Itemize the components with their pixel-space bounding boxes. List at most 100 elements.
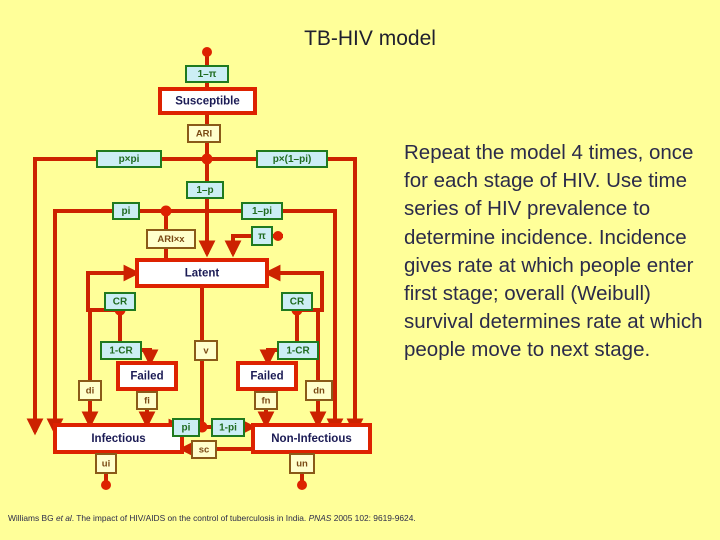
param-p-times-pi-label: p×pi bbox=[119, 154, 140, 165]
citation-authors: Williams BG bbox=[8, 513, 54, 523]
param-one-minus-cr-left-rect bbox=[100, 341, 142, 360]
node-ui-dot bbox=[101, 480, 111, 490]
param-cr-right-rect bbox=[281, 292, 313, 311]
state-infectious-label: Infectious bbox=[91, 433, 145, 445]
param-fn-label: fn bbox=[262, 396, 271, 407]
param-one-minus-p-label: 1–p bbox=[196, 185, 213, 196]
param-one-minus-pi-greek-rect bbox=[185, 65, 229, 83]
param-dn: dn bbox=[305, 380, 333, 401]
edge-1crleft-to-failed bbox=[141, 348, 159, 367]
state-failed-right-rect bbox=[236, 361, 298, 391]
param-one-minus-p: 1–p bbox=[186, 181, 224, 199]
param-ari-times-x-label: ARI×x bbox=[157, 234, 185, 245]
state-susceptible-rect bbox=[158, 87, 257, 115]
param-p-times-one-minus-pi: p×(1–pi) bbox=[256, 150, 328, 168]
param-ari-times-x: ARI×x bbox=[146, 229, 196, 249]
param-pi-greek-small: π bbox=[251, 226, 273, 246]
citation-journal: PNAS bbox=[308, 513, 332, 523]
param-un-rect bbox=[289, 453, 315, 474]
edge-pigreek-to-latent bbox=[224, 234, 252, 258]
param-pi-bottom: pi bbox=[172, 418, 200, 437]
param-one-minus-pi-right: 1–pi bbox=[241, 202, 283, 220]
param-ui-label: ui bbox=[102, 459, 110, 470]
param-fi-rect bbox=[136, 391, 158, 410]
param-v-rate: v bbox=[194, 340, 218, 361]
param-v-rate-rect bbox=[194, 340, 218, 361]
param-ari-times-x-rect bbox=[146, 229, 196, 249]
param-cr-left-rect bbox=[104, 292, 136, 311]
param-one-minus-pi-greek: 1–π bbox=[185, 65, 229, 83]
state-latent-rect bbox=[135, 258, 269, 288]
state-non-infectious-rect bbox=[251, 423, 372, 454]
body-text: Repeat the model 4 times, once for each … bbox=[404, 141, 703, 362]
param-one-minus-pi-bottom: 1-pi bbox=[211, 418, 245, 437]
param-one-minus-cr-left: 1-CR bbox=[100, 341, 142, 360]
param-one-minus-cr-right: 1-CR bbox=[277, 341, 319, 360]
param-cr-right: CR bbox=[281, 292, 313, 311]
param-pi-bottom-label: pi bbox=[182, 423, 191, 434]
param-dn-rect bbox=[305, 380, 333, 401]
param-cr-left: CR bbox=[104, 292, 136, 311]
param-one-minus-p-rect bbox=[186, 181, 224, 199]
edge-ppi-out-left bbox=[26, 157, 97, 436]
brown-param-boxes: ARI ARI×x v di dn fi fn sc ui un bbox=[78, 124, 333, 474]
citation-etal: et al bbox=[55, 513, 72, 523]
param-one-minus-cr-right-rect bbox=[277, 341, 319, 360]
state-failed-left-rect bbox=[116, 361, 178, 391]
param-pi-greek-small-label: π bbox=[258, 231, 266, 242]
param-cr-left-label: CR bbox=[113, 297, 128, 308]
node-un-dot bbox=[297, 480, 307, 490]
param-one-minus-pi-right-label: 1–pi bbox=[252, 206, 272, 217]
param-ari-label: ARI bbox=[196, 129, 212, 140]
param-v-rate-label: v bbox=[203, 346, 209, 357]
state-non-infectious: Non-Infectious bbox=[251, 423, 372, 454]
state-non-infectious-label: Non-Infectious bbox=[271, 433, 352, 445]
state-latent: Latent bbox=[135, 258, 269, 288]
param-one-minus-cr-left-label: 1-CR bbox=[109, 346, 133, 357]
state-failed-right: Failed bbox=[236, 361, 298, 391]
param-ari-rect bbox=[187, 124, 221, 143]
edge-oneminuspi-right-out bbox=[282, 209, 344, 436]
state-infectious: Infectious bbox=[53, 423, 184, 454]
param-fn: fn bbox=[254, 391, 278, 410]
node-entry-dot bbox=[202, 47, 212, 57]
param-ui-rect bbox=[95, 453, 117, 474]
state-failed-right-label: Failed bbox=[250, 371, 283, 383]
param-sc-label: sc bbox=[199, 445, 210, 456]
param-cr-right-label: CR bbox=[290, 297, 305, 308]
param-ari: ARI bbox=[187, 124, 221, 143]
param-sc-rect bbox=[191, 440, 217, 459]
edge-pi-left-out bbox=[46, 209, 113, 436]
param-pi-greek-small-rect bbox=[251, 226, 273, 246]
param-p-times-one-minus-pi-rect bbox=[256, 150, 328, 168]
param-pi-left-rect bbox=[112, 202, 140, 220]
param-di: di bbox=[78, 380, 102, 401]
param-one-minus-cr-right-label: 1-CR bbox=[286, 346, 310, 357]
state-susceptible: Susceptible bbox=[158, 87, 257, 115]
param-di-label: di bbox=[86, 386, 94, 397]
node-pigreek-dot bbox=[273, 231, 283, 241]
param-fn-rect bbox=[254, 391, 278, 410]
param-un-label: un bbox=[296, 459, 308, 470]
edge-1crright-to-failed bbox=[259, 348, 278, 367]
state-failed-left-label: Failed bbox=[130, 371, 163, 383]
param-ui: ui bbox=[95, 453, 117, 474]
param-p-times-pi: p×pi bbox=[96, 150, 162, 168]
param-one-minus-pi-bottom-rect bbox=[211, 418, 245, 437]
state-infectious-rect bbox=[53, 423, 184, 454]
param-pi-left: pi bbox=[112, 202, 140, 220]
param-dn-label: dn bbox=[313, 386, 325, 397]
node-pi-split bbox=[160, 205, 172, 217]
param-one-minus-pi-right-rect bbox=[241, 202, 283, 220]
param-fi-label: fi bbox=[144, 396, 150, 407]
param-pi-left-label: pi bbox=[122, 206, 131, 217]
page-title: TB-HIV model bbox=[304, 27, 436, 50]
citation-title: . The impact of HIV/AIDS on the control … bbox=[71, 513, 307, 523]
param-di-rect bbox=[78, 380, 102, 401]
citation: Williams BG et al. The impact of HIV/AID… bbox=[8, 513, 708, 523]
edge-p1pi-out-right bbox=[327, 157, 364, 436]
param-fi: fi bbox=[136, 391, 158, 410]
